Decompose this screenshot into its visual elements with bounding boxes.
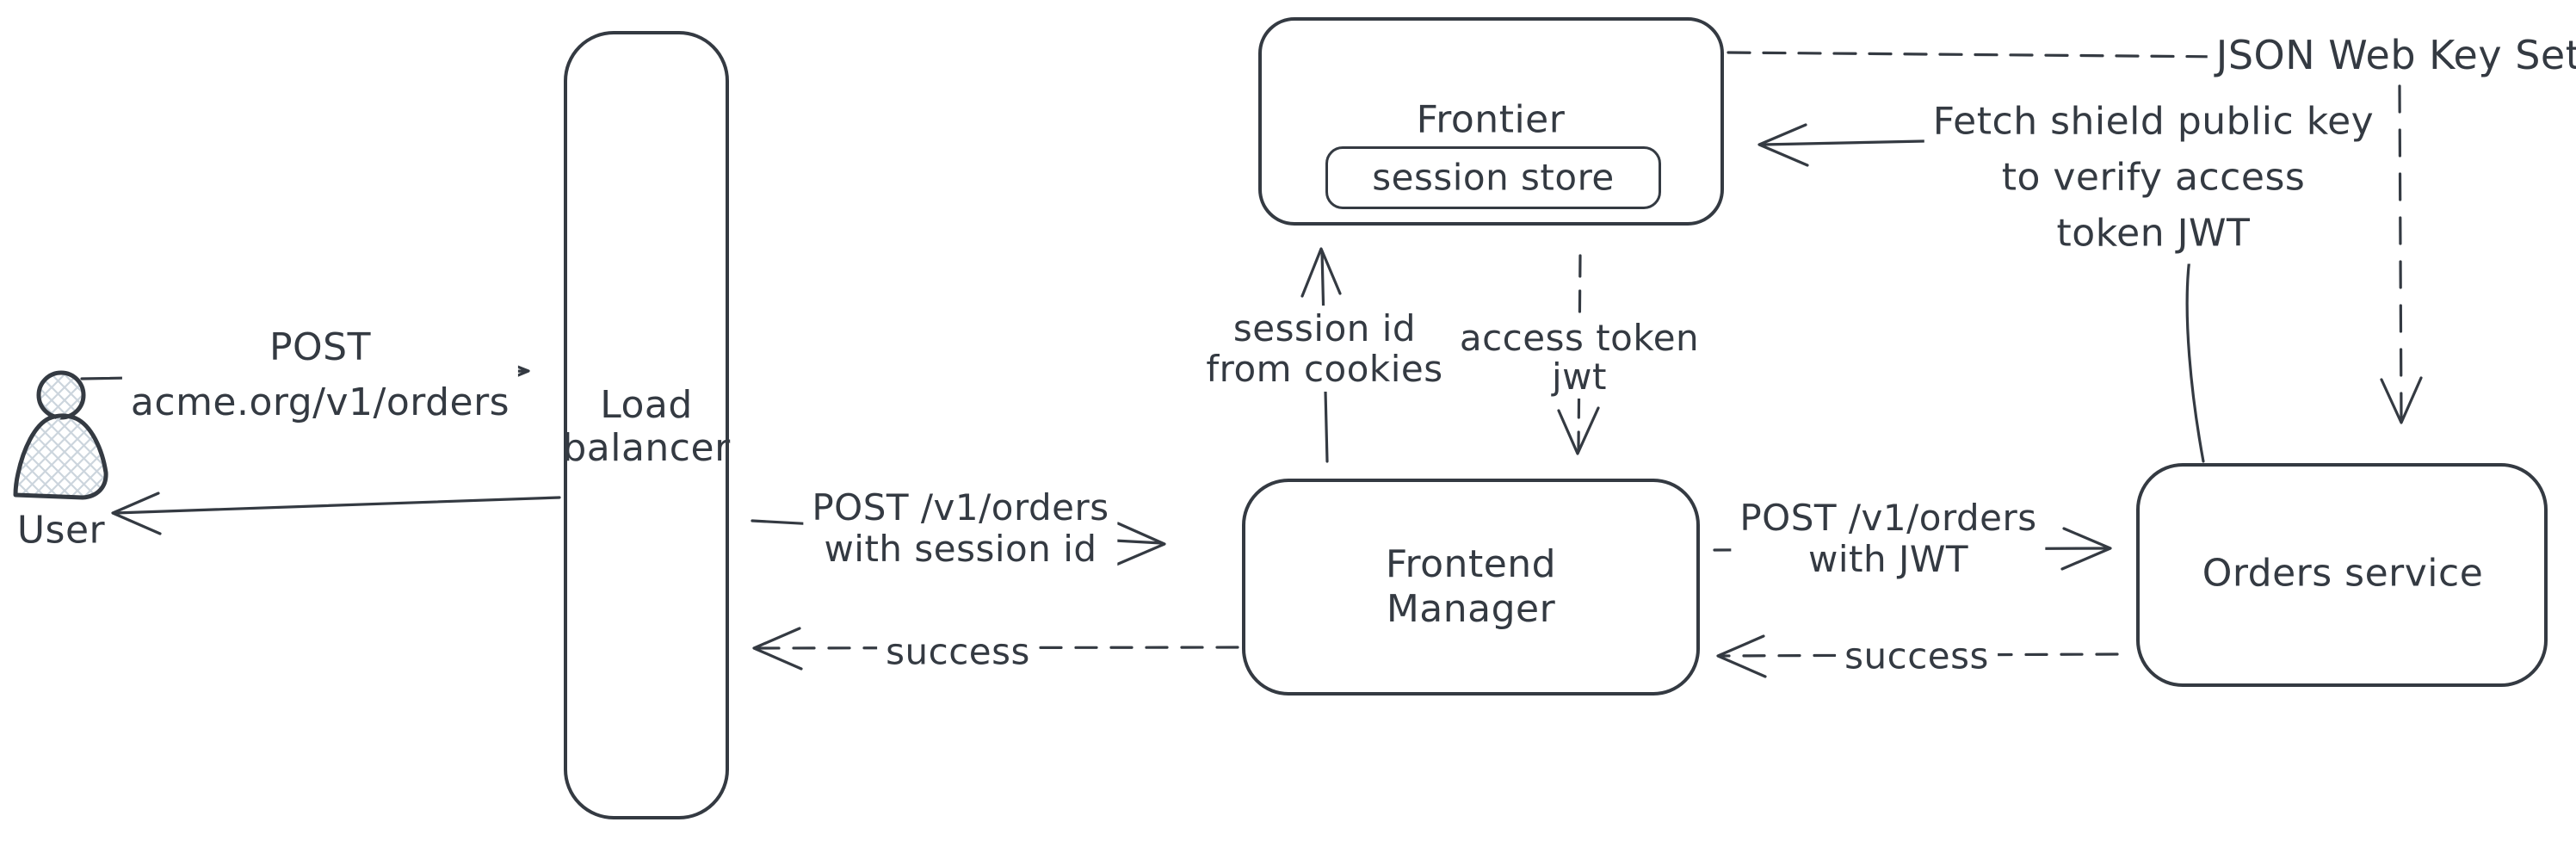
user-label: User (16, 508, 106, 553)
edge-label-user-to-lb: POST acme.org/v1/orders (121, 318, 519, 433)
edge-label-orders-to-frontier: Fetch shield public key to verify access… (1924, 90, 2383, 264)
load-balancer-box (564, 31, 729, 819)
edge-label-orders-to-fm-success: success (1836, 632, 1998, 680)
user-icon (13, 370, 108, 500)
frontend-manager-label: Frontend Manager (1385, 542, 1557, 631)
frontend-manager-box (1242, 479, 1700, 696)
edge-label-fm-to-orders: POST /v1/orders with JWT (1731, 495, 2046, 583)
frontier-box (1258, 17, 1724, 226)
session-store-label: session store (1372, 156, 1615, 199)
edge-label-lb-to-fm: POST /v1/orders with session id (803, 485, 1118, 572)
arrow-lb-to-user (111, 492, 561, 535)
edge-label-fm-to-frontier: session id from cookies (1197, 306, 1452, 392)
orders-service-box (2136, 463, 2548, 687)
session-store-box (1325, 146, 1661, 209)
edge-label-fm-to-lb-success: success (877, 628, 1039, 676)
arrow-jwks-to-orders (2380, 84, 2423, 424)
orders-service-label: Orders service (2202, 551, 2484, 596)
load-balancer-label: Load balancer (562, 383, 731, 470)
line-frontier-to-jwks (1727, 51, 2231, 59)
edge-label-frontier-to-fm: access token jwt (1450, 316, 1708, 399)
frontier-label: Frontier (1416, 97, 1566, 142)
edge-label-jwks: JSON Web Key Set (2207, 29, 2576, 81)
